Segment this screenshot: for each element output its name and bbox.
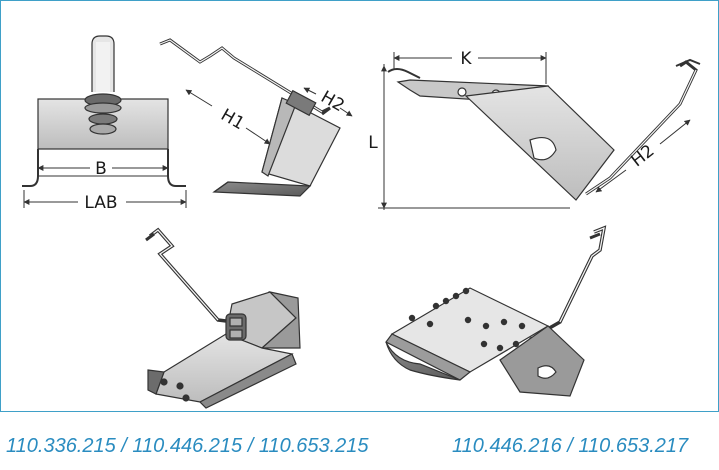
side-view bbox=[159, 38, 341, 197]
perspective-view-left bbox=[145, 227, 301, 409]
dimension-label-lab: LAB bbox=[84, 193, 117, 213]
dimension-lines-side bbox=[185, 87, 353, 145]
dimension-label-h1: H1 bbox=[217, 105, 247, 134]
front-view bbox=[22, 35, 186, 187]
technical-drawing: B LAB H1 H2 bbox=[22, 35, 701, 409]
dimension-label-b: B bbox=[95, 159, 107, 179]
dimension-lines-profile bbox=[378, 52, 691, 210]
profile-view bbox=[387, 58, 701, 201]
caption-left-part-numbers: 110.336.215 / 110.446.215 / 110.653.215 bbox=[6, 435, 369, 457]
dimension-label-l: L bbox=[368, 133, 378, 153]
dimension-lines-front bbox=[23, 165, 187, 208]
dimension-label-h2-profile: H2 bbox=[627, 141, 658, 171]
perspective-view-right bbox=[385, 225, 607, 397]
diagram-frame bbox=[0, 0, 719, 412]
caption-right-part-numbers: 110.446.216 / 110.653.217 bbox=[452, 435, 689, 457]
dimension-label-k: K bbox=[460, 49, 472, 69]
